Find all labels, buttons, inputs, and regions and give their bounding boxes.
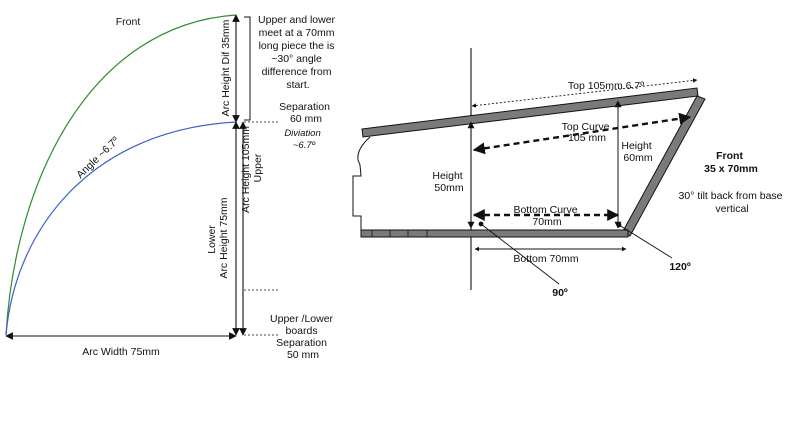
angle-90-leader xyxy=(480,223,560,285)
arc-width-label: Arc Width 75mm xyxy=(82,346,160,358)
height-left-label: Height 50mm xyxy=(432,170,465,194)
angle-90-label: 90º xyxy=(552,287,568,299)
upper-lower-separation-label: Upper /Lower boards Separation 50 mm xyxy=(270,313,336,361)
upper-lower-note: Upper and lower meet at a 70mm long piec… xyxy=(258,14,338,91)
angle-120-label: 120º xyxy=(669,261,691,273)
bottom-board xyxy=(360,229,629,238)
top-curve-label: Top Curve 105 mm xyxy=(562,121,613,144)
front-label: Front xyxy=(116,16,141,28)
deviation-label: Diviation ~6.7º xyxy=(284,127,323,151)
upper-arc-curve xyxy=(5,121,237,336)
angle-label: Angle ~6.7º xyxy=(74,135,122,181)
arc-height-diff-label: Arc Height Dif 35mm xyxy=(220,19,232,116)
front-arc-curve xyxy=(5,14,237,336)
separation-label: Separation 60 mm xyxy=(279,101,333,125)
arc-height-upper-label: Arc Height 105mm Upper xyxy=(240,123,264,213)
height-right-label: Height 60mm xyxy=(621,140,654,164)
side-view-diagram: Top 105mm 6.7º Top Curve 105 mm Height 5… xyxy=(352,48,786,299)
top-board xyxy=(361,87,699,138)
bottom-length-label: Bottom 70mm xyxy=(513,253,579,265)
arc-profile-diagram: Front Angle ~6.7º Arc Height Dif 35mm Up… xyxy=(5,14,338,361)
back-profile-outline xyxy=(352,136,371,230)
bottom-curve-label: Bottom Curve 70mm xyxy=(513,204,580,228)
top-length-dimension xyxy=(471,78,698,108)
note-brace xyxy=(244,16,251,121)
top-length-label: Top 105mm 6.7º xyxy=(568,80,644,92)
angle-120-leader xyxy=(618,224,673,259)
arc-height-lower-label: Lower Arc Height 75mm xyxy=(206,197,230,278)
tilt-note: 30° tilt back from base vertical xyxy=(679,190,786,215)
top-curve-dimension xyxy=(472,112,692,155)
front-board xyxy=(621,95,706,237)
front-dimension-title: Front 35 x 70mm xyxy=(704,150,758,175)
